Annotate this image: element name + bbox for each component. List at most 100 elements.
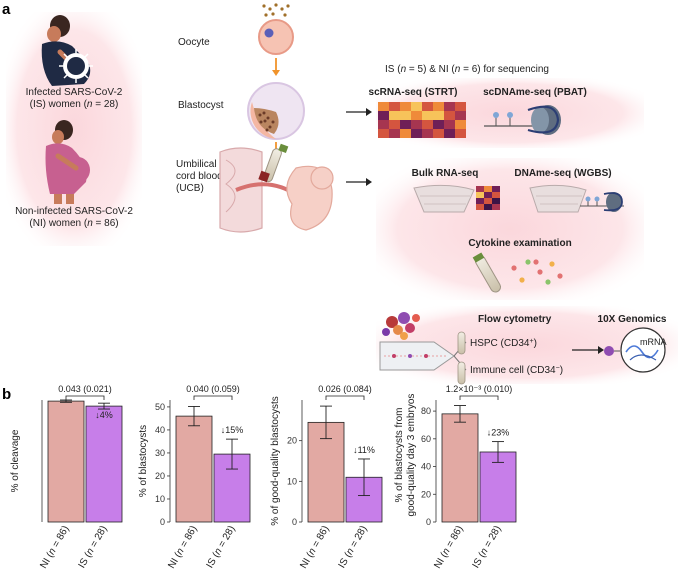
category-label: IS (n = 28) [471,524,504,570]
bar-ni [175,415,213,523]
bar-ni [47,400,85,523]
wgbs-nucleosome-icon [580,192,624,212]
heatmap-cell [484,204,492,210]
heatmap-cell [411,129,422,138]
heatmap-cell [411,120,422,129]
wgbs-tissue-icon [529,184,587,213]
heatmap-cell [400,111,411,120]
y-tick-label: 10 [287,476,297,486]
heatmap-cell [400,129,411,138]
heatmap-cell [378,102,389,111]
heatmap-cell [400,120,411,129]
significance-bracket [193,395,233,400]
heatmap-cell [389,111,400,120]
y-tick-label: 60 [421,434,431,444]
y-tick-label: 20 [421,489,431,499]
is-group-count: (IS) women (n = 28) [30,99,119,110]
bulk-heatmap [476,186,500,210]
y-tick-label: 30 [155,448,165,458]
heatmap-cell [492,204,500,210]
y-tick-label: 0 [160,517,165,527]
y-tick-label: 0 [292,517,297,527]
heatmap-cell [484,192,492,198]
y-axis-label: % of good-quality blastocysts [270,396,281,526]
heatmap-cell [422,102,433,111]
category-label: NI (n = 86) [298,524,331,571]
oocyte-label: Oocyte [178,37,210,48]
10x-genomics-label: 10X Genomics [598,314,667,325]
flow-cytometry-label: Flow cytometry [478,314,552,325]
cohort-box [6,12,142,246]
y-tick-label: 0 [426,517,431,527]
y-axis-label-line2: good-quality day 3 embryos [406,394,417,517]
ucb-label-2: cord blood [176,171,223,182]
y-tick-label: 50 [155,402,165,412]
heatmap-cell [400,102,411,111]
heatmap-cell [411,102,422,111]
heatmap-cell [444,129,455,138]
heatmap-cell [378,111,389,120]
scrna-seq-label: scRNA-seq (STRT) [369,87,458,98]
bulk-box [376,158,644,300]
scdname-seq-label: scDNAme-seq (PBAT) [483,87,587,98]
heatmap-cell [433,120,444,129]
heatmap-cell [444,111,455,120]
heatmap-cell [378,120,389,129]
significance-bracket [325,395,365,400]
blastocyst-label: Blastocyst [178,100,224,111]
p-value-label: 1.2×10⁻³ (0.010) [446,384,513,394]
heatmap-cell [492,192,500,198]
heatmap-cell [389,129,400,138]
heatmap-cell [378,129,389,138]
heatmap-cell [492,186,500,192]
is-group-label: Infected SARS-CoV-2 [26,87,123,98]
y-axis-label: % of blastocysts [138,425,149,497]
cytokine-label: Cytokine examination [468,238,571,249]
percent-change-label: ↓11% [353,445,375,455]
significance-bracket [65,395,105,400]
bulk-tissue-icon [413,184,475,213]
scdname-nucleosome-icon [484,105,561,135]
category-label: NI (n = 86) [38,524,71,571]
sorted-tubes-icon [457,331,466,385]
oocyte-icon [258,3,294,55]
percent-change-label: ↓15% [221,425,244,435]
percent-change-label: ↓23% [487,428,510,438]
heatmap-cell [422,129,433,138]
y-tick-label: 40 [155,425,165,435]
significance-bracket [459,395,499,400]
y-tick-label: 10 [155,494,165,504]
y-tick-label: 80 [421,406,431,416]
heatmap-cell [476,186,484,192]
heatmap-cell [476,204,484,210]
y-axis-label: % of cleavage [10,429,21,492]
bar-ni [307,421,345,523]
heatmap-cell [389,102,400,111]
bar-ni [441,413,479,523]
flow-channel-icon [379,341,467,371]
y-tick-label: 20 [155,471,165,481]
ucb-label-1: Umbilical [176,159,217,170]
p-value-label: 0.040 (0.059) [186,384,240,394]
heatmap-cell [389,120,400,129]
scrna-heatmap [378,102,466,138]
10x-droplet-icon: mRNA [604,327,667,373]
arrow-head-1 [272,70,280,76]
flow-box [376,306,678,384]
non-infected-woman-icon [45,120,90,204]
heatmap-cell [444,120,455,129]
heatmap-cell [411,111,422,120]
heatmap-cell [455,120,466,129]
infected-woman-icon [41,15,93,86]
heatmap-cell [433,102,444,111]
heatmap-cell [476,192,484,198]
heatmap-cell [433,129,444,138]
sequencing-header: IS (n = 5) & NI (n = 6) for sequencing [385,64,549,75]
ucb-label-3: (UCB) [176,183,204,194]
heatmap-cell [484,198,492,204]
heatmap-cell [492,198,500,204]
